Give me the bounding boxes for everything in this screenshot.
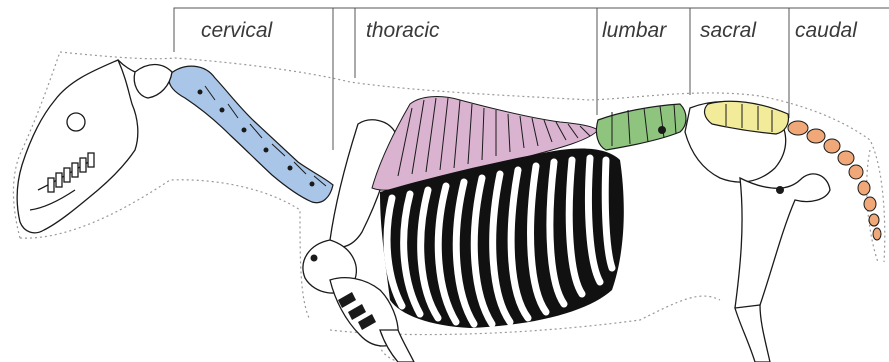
label-lumbar: lumbar xyxy=(602,19,667,42)
label-cervical: cervical xyxy=(201,19,274,42)
atlas-vertebra xyxy=(134,65,172,99)
label-sacral: sacral xyxy=(700,19,757,42)
bracket-top-line xyxy=(174,8,889,52)
lumbar-vertebrae xyxy=(596,104,686,150)
eye-socket xyxy=(67,113,85,131)
cervical-region xyxy=(169,66,333,203)
label-caudal: caudal xyxy=(795,19,858,42)
hind-leg xyxy=(735,174,830,362)
lumbar-region xyxy=(596,104,686,150)
label-thoracic: thoracic xyxy=(366,19,440,42)
cervical-vertebrae xyxy=(134,65,333,203)
